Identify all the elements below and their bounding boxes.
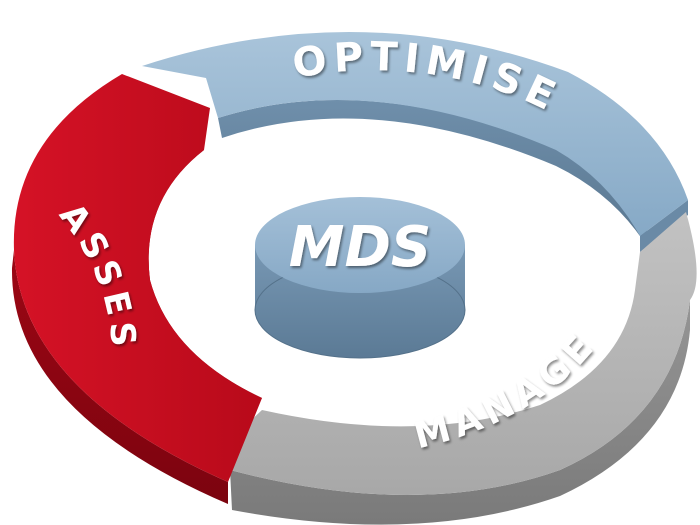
manage-segment-top — [230, 212, 697, 495]
mds-center-disc[interactable]: MDS — [254, 197, 466, 359]
assess-segment-side — [11, 250, 228, 504]
optimise-segment-end — [640, 200, 688, 252]
optimise-segment-side — [218, 100, 648, 248]
mds-label: MDS — [289, 215, 432, 280]
assess-segment-top — [13, 74, 262, 482]
manage-segment-side — [230, 300, 690, 525]
optimise-segment-top — [142, 31, 688, 236]
mds-disc-top — [255, 197, 465, 293]
